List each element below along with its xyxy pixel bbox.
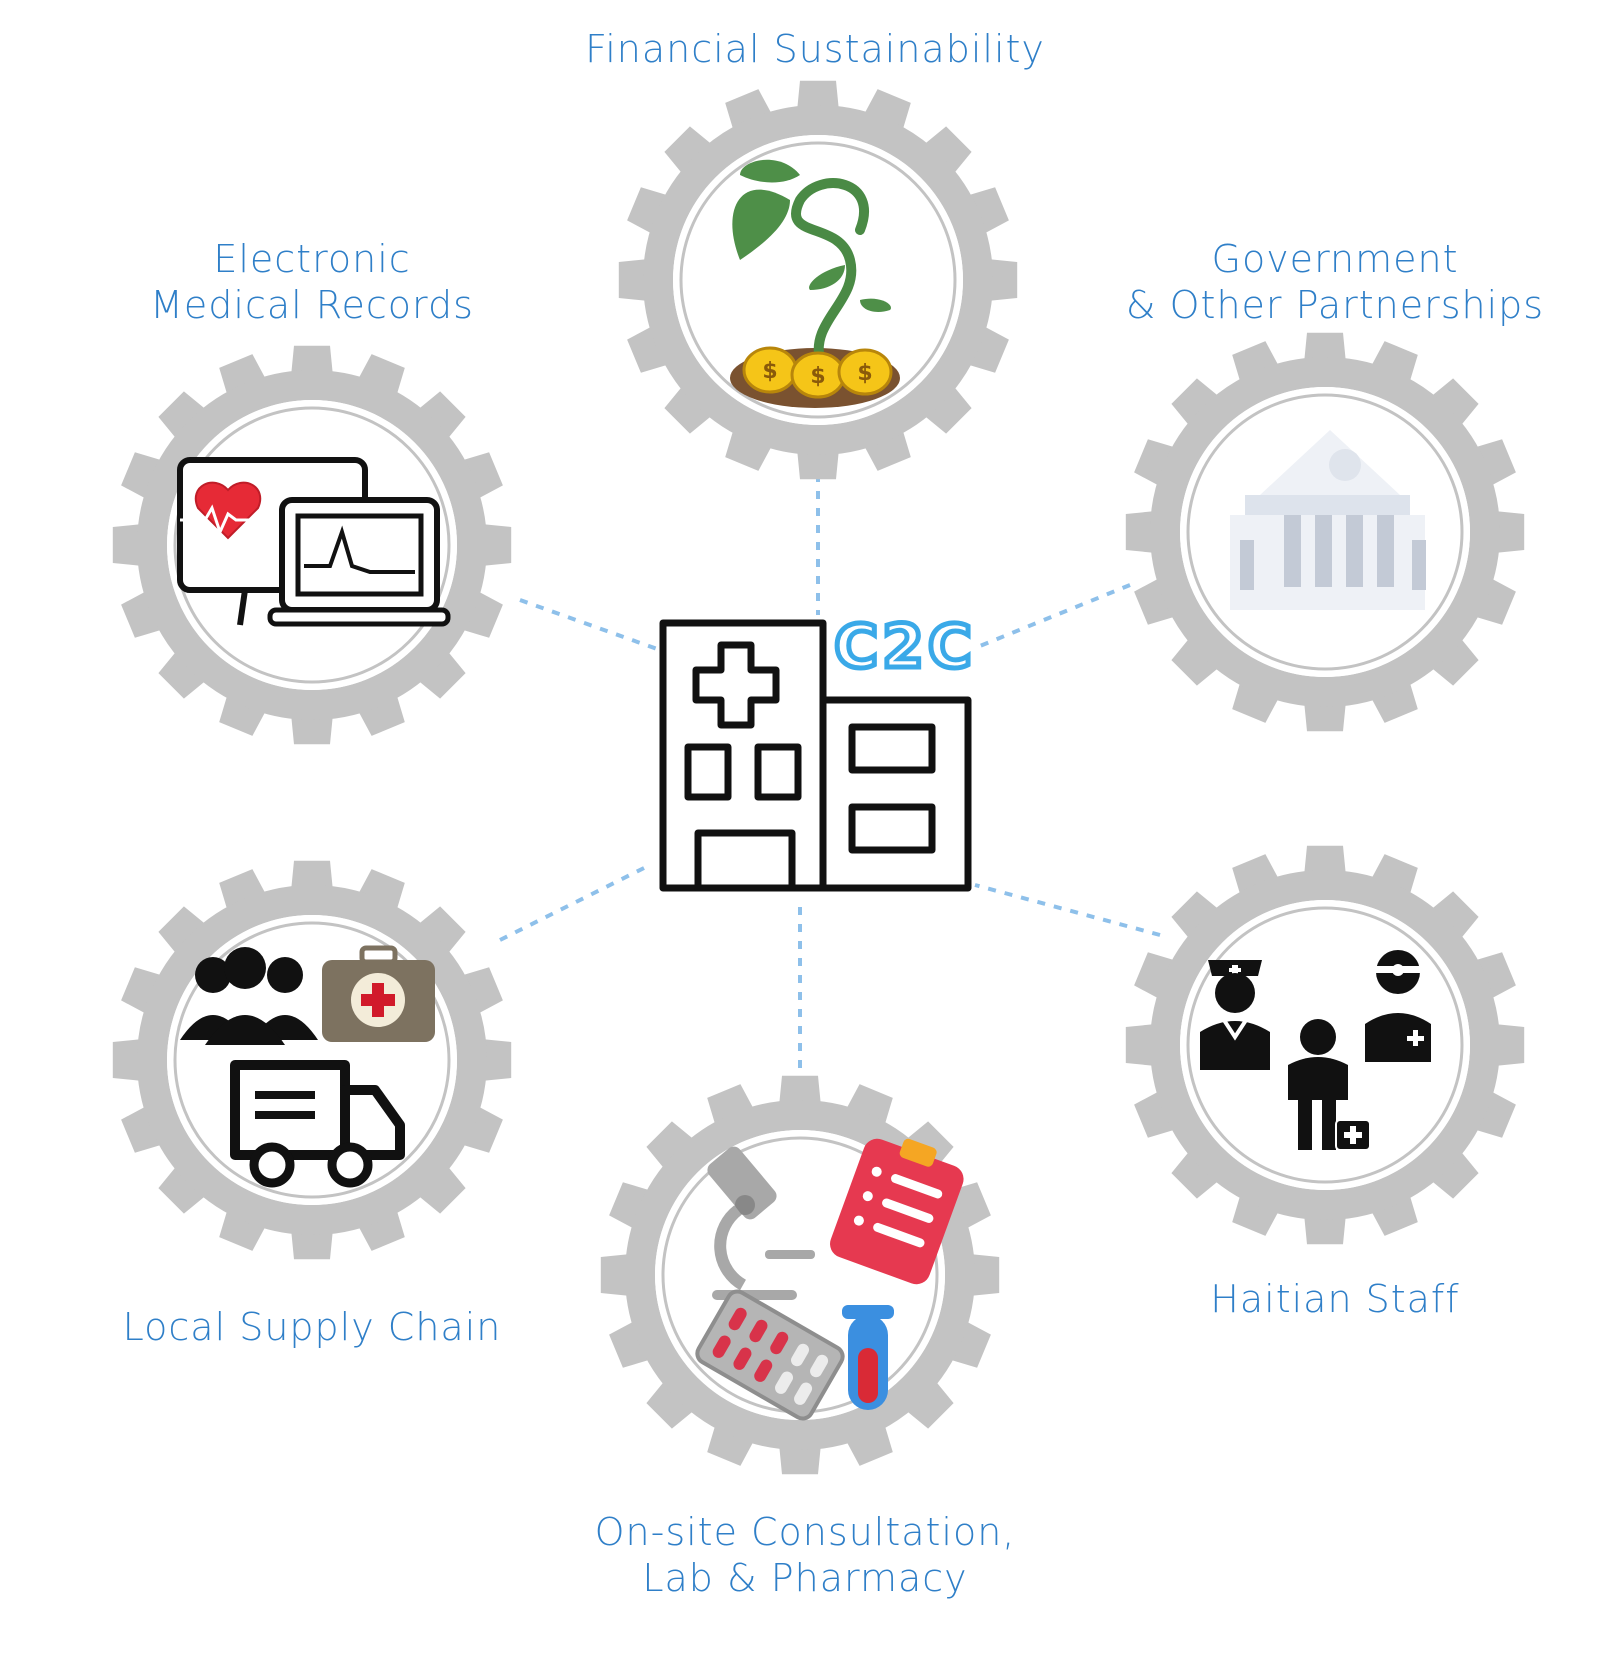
label-supply-line-1: Local Supply Chain [123,1305,502,1349]
connector-staff [974,883,1161,937]
svg-text:$: $ [857,361,872,386]
label-emr-line-1: Electronic [213,237,410,281]
medical-staff-icon [1200,950,1431,1151]
hospital-building-icon [659,619,972,892]
connectors [499,440,1161,1085]
c2c-logo: C2C [832,610,976,685]
connector-emr [519,598,661,652]
lab-pharmacy-icon [695,1138,964,1421]
computer-monitor-icon [177,457,451,627]
government-building-icon [1230,430,1426,610]
labels: Financial SustainabilityElectronicMedica… [123,27,1544,1600]
label-government-line-2: & Other Partnerships [1126,283,1544,327]
label-government-line-1: Government [1212,237,1459,281]
supply-truck-icon [180,945,435,1188]
label-onsite-line-2: Lab & Pharmacy [642,1556,967,1600]
connector-government [974,583,1131,650]
label-staff-line-1: Haitian Staff [1210,1277,1459,1321]
label-emr-line-2: Medical Records [150,283,474,327]
plant-coins-icon: $ $ $ [730,159,900,408]
c2c-logo-text: C2C [834,612,976,682]
connector-supply [499,863,651,942]
label-onsite-line-1: On-site Consultation, [595,1510,1016,1554]
svg-text:$: $ [762,359,777,384]
label-financial-line-1: Financial Sustainability [585,27,1045,71]
svg-text:$: $ [810,364,825,389]
